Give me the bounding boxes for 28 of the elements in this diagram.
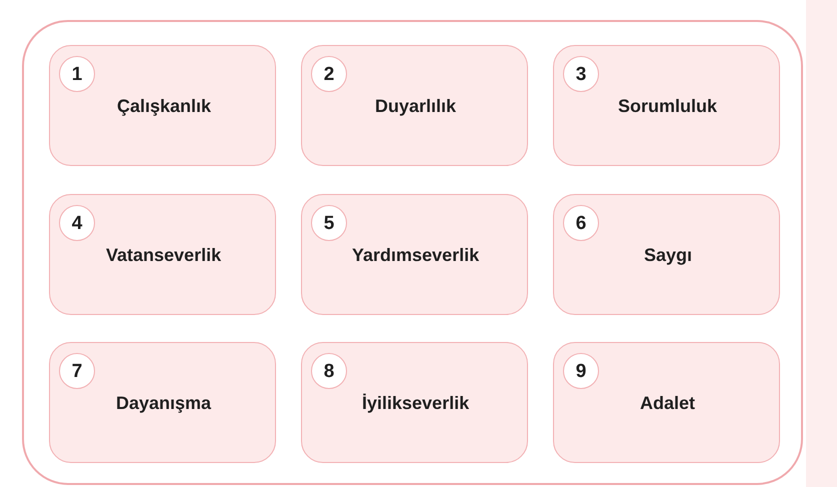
number-circle: 4 xyxy=(59,205,95,241)
number-circle: 7 xyxy=(59,353,95,389)
number-circle: 8 xyxy=(311,353,347,389)
number-circle: 2 xyxy=(311,56,347,92)
value-card xyxy=(49,342,276,463)
value-card xyxy=(301,342,528,463)
value-card xyxy=(553,194,780,315)
value-label: Saygı xyxy=(644,245,692,266)
value-label: İyilikseverlik xyxy=(362,393,470,414)
value-card xyxy=(301,194,528,315)
value-label: Sorumluluk xyxy=(618,96,718,117)
number-circle: 6 xyxy=(563,205,599,241)
number-circle: 3 xyxy=(563,56,599,92)
outer-frame xyxy=(22,20,803,485)
value-card xyxy=(49,45,276,166)
value-label: Çalışkanlık xyxy=(117,96,212,117)
value-card xyxy=(553,45,780,166)
value-label: Dayanışma xyxy=(116,393,212,414)
value-card xyxy=(49,194,276,315)
value-card xyxy=(301,45,528,166)
number-circle: 1 xyxy=(59,56,95,92)
number-circle: 9 xyxy=(563,353,599,389)
value-card xyxy=(553,342,780,463)
value-label: Vatanseverlik xyxy=(106,245,222,266)
number-circle: 5 xyxy=(311,205,347,241)
value-label: Adalet xyxy=(640,393,696,414)
value-label: Duyarlılık xyxy=(375,96,456,117)
value-label: Yardımseverlik xyxy=(352,245,480,266)
